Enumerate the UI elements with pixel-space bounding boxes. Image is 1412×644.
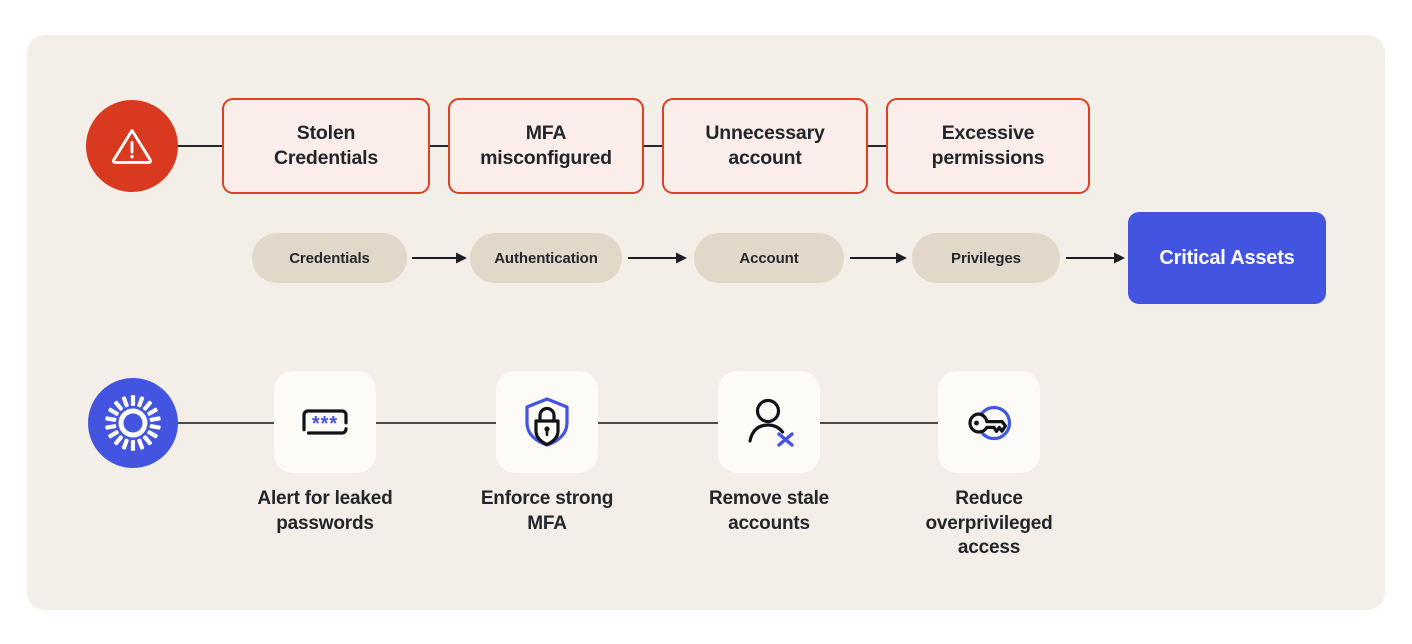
password-asterisks-icon: *** bbox=[302, 409, 348, 435]
label-line3: access bbox=[957, 537, 1021, 559]
stage-pill-credentials[interactable]: Credentials bbox=[252, 233, 407, 283]
remediation-source-badge bbox=[88, 378, 178, 468]
attack-box-excessive-permissions[interactable]: Excessive permissions bbox=[886, 98, 1090, 194]
arrow-right-icon bbox=[628, 252, 687, 264]
stage-pill-label: Authentication bbox=[494, 249, 598, 267]
label-line2: MFA bbox=[527, 512, 567, 534]
critical-assets-box[interactable]: Critical Assets bbox=[1128, 212, 1326, 304]
label-line1: Remove stale bbox=[708, 488, 830, 509]
stage-pill-label: Privileges bbox=[951, 249, 1021, 267]
label-line1: Reduce bbox=[955, 488, 1023, 509]
arrow-right-icon bbox=[850, 252, 907, 264]
connector-box1-to-box2 bbox=[430, 145, 448, 147]
remediation-card-remove-stale-accounts[interactable] bbox=[718, 371, 820, 473]
attack-box-label-line2: misconfigured bbox=[480, 147, 612, 169]
critical-assets-label: Critical Assets bbox=[1159, 246, 1295, 269]
connector-card2-to-card3 bbox=[598, 422, 718, 424]
remediation-card-enforce-strong-mfa[interactable] bbox=[496, 371, 598, 473]
attack-box-label: Stolen Credentials bbox=[274, 121, 378, 171]
label-line2: overprivileged bbox=[925, 512, 1053, 534]
label-line2: accounts bbox=[728, 512, 810, 534]
attack-box-label-line2: Credentials bbox=[273, 147, 378, 169]
remediation-label-enforce-strong-mfa: Enforce strong MFA bbox=[463, 487, 631, 536]
alert-badge bbox=[86, 100, 178, 192]
attack-box-label-line1: Stolen bbox=[296, 122, 356, 145]
connector-card3-to-card4 bbox=[820, 422, 938, 424]
connector-alert-to-box1 bbox=[178, 145, 222, 147]
connector-card1-to-card2 bbox=[376, 422, 496, 424]
attack-box-label-line2: account bbox=[728, 147, 802, 169]
burst-radiate-icon bbox=[105, 395, 161, 451]
label-line2: passwords bbox=[276, 512, 374, 534]
connector-source-to-card1 bbox=[178, 422, 274, 424]
shield-lock-icon bbox=[525, 397, 569, 447]
label-line1: Enforce strong bbox=[480, 488, 614, 509]
attack-box-label-line1: MFA bbox=[525, 122, 567, 145]
key-circle-icon bbox=[968, 405, 1012, 441]
connector-box3-to-box4 bbox=[868, 145, 886, 147]
attack-box-label-line1: Excessive bbox=[941, 122, 1035, 145]
attack-box-label-line1: Unnecessary bbox=[705, 122, 825, 145]
remediation-card-alert-leaked-passwords[interactable]: *** bbox=[274, 371, 376, 473]
attack-box-label: MFA misconfigured bbox=[480, 121, 612, 171]
attack-box-label: Unnecessary account bbox=[705, 121, 824, 171]
remediation-label-alert-leaked-passwords: Alert for leaked passwords bbox=[235, 487, 415, 536]
stage-pill-label: Credentials bbox=[289, 249, 370, 267]
remediation-card-reduce-overprivileged-access[interactable] bbox=[938, 371, 1040, 473]
attack-box-unnecessary-account[interactable]: Unnecessary account bbox=[662, 98, 868, 194]
connector-box2-to-box3 bbox=[644, 145, 662, 147]
arrow-right-icon bbox=[1066, 252, 1125, 264]
attack-box-mfa-misconfigured[interactable]: MFA misconfigured bbox=[448, 98, 644, 194]
attack-box-label: Excessive permissions bbox=[932, 121, 1045, 171]
user-remove-icon bbox=[748, 398, 794, 447]
stage-pill-privileges[interactable]: Privileges bbox=[912, 233, 1060, 283]
remediation-label-reduce-overprivileged-access: Reduce overprivileged access bbox=[900, 487, 1078, 561]
stage-pill-account[interactable]: Account bbox=[694, 233, 844, 283]
remediation-label-remove-stale-accounts: Remove stale accounts bbox=[687, 487, 851, 536]
attack-box-label-line2: permissions bbox=[931, 147, 1045, 169]
stage-pill-label: Account bbox=[739, 249, 799, 267]
label-line1: Alert for leaked bbox=[257, 488, 393, 509]
arrow-right-icon bbox=[412, 252, 467, 264]
warning-triangle-icon bbox=[112, 129, 152, 164]
attack-box-stolen-credentials[interactable]: Stolen Credentials bbox=[222, 98, 430, 194]
svg-text:***: *** bbox=[312, 413, 338, 435]
stage-pill-authentication[interactable]: Authentication bbox=[470, 233, 622, 283]
